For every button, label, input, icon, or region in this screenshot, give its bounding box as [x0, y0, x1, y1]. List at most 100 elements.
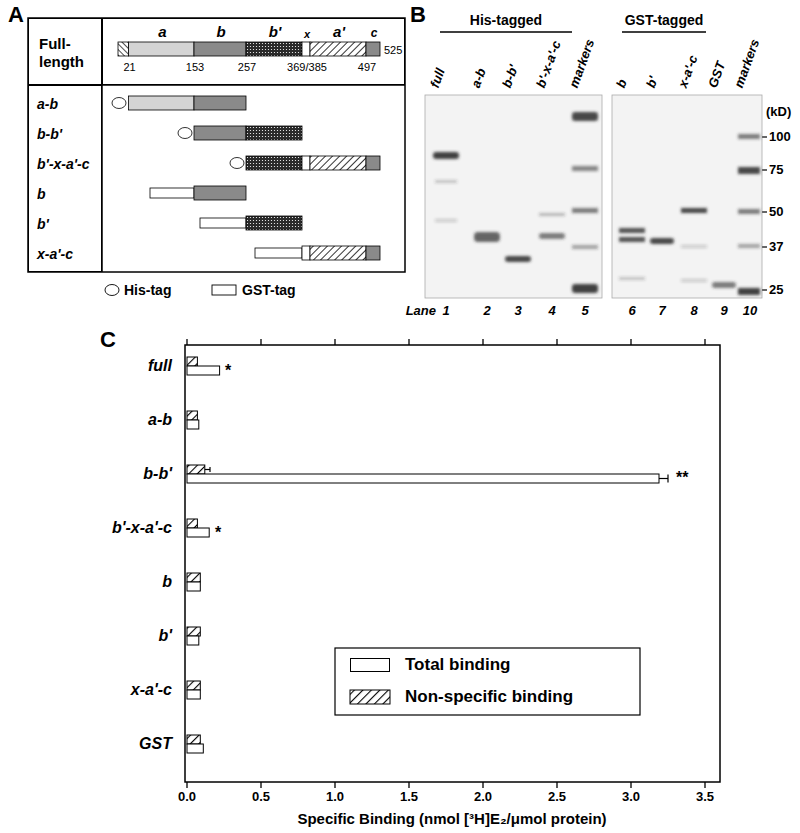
axis-tick — [630, 782, 631, 788]
row-label: b — [162, 573, 172, 591]
marker-size: 50 — [769, 205, 783, 220]
error-bar — [205, 469, 210, 470]
construct-label: a-b — [37, 96, 58, 112]
row-label: full — [148, 357, 172, 375]
group-label: GST-tagged — [625, 12, 704, 28]
construct-table — [28, 18, 405, 272]
axis-tick — [704, 782, 705, 788]
axis-tick — [260, 339, 261, 345]
tick-label: 0.5 — [252, 790, 270, 805]
axis-tick — [408, 339, 409, 345]
tick-label: 3.0 — [622, 790, 640, 805]
construct-bars — [310, 156, 366, 170]
lane-number: 6 — [628, 304, 635, 319]
chart-legend-box — [335, 648, 640, 715]
nonspecific-bar — [187, 357, 205, 744]
nonspecific-bar — [187, 681, 200, 690]
lane-number: 2 — [483, 304, 490, 319]
domain-label: c — [371, 27, 378, 41]
gel-band — [539, 233, 565, 239]
error-bar — [205, 467, 668, 483]
residue-number: 153 — [186, 61, 204, 74]
construct-label: x-a'-c — [37, 246, 73, 262]
full-length-bar — [118, 42, 129, 56]
lane-label: b-b' — [499, 63, 522, 90]
chart-frame — [185, 345, 720, 782]
lane-label: b' — [643, 74, 662, 90]
construct-bars — [255, 248, 302, 258]
construct-bars — [302, 246, 310, 260]
gel-image — [425, 95, 602, 298]
gel-band — [619, 228, 645, 233]
residue-number: 369/385 — [287, 61, 327, 74]
tag-legend-sample — [105, 285, 119, 296]
panel-letter: B — [410, 2, 426, 27]
nonspecific-bar — [187, 627, 200, 636]
tick-label: 2.5 — [548, 790, 566, 805]
nonspecific-bar — [187, 519, 197, 528]
gel-band — [681, 208, 707, 213]
marker-tick — [762, 136, 767, 137]
lane-number: 8 — [690, 304, 697, 319]
gel-image — [612, 95, 762, 298]
lane-label: GST — [705, 59, 729, 90]
construct-bars — [310, 246, 366, 260]
total-bar — [187, 474, 659, 483]
total-bar — [187, 366, 659, 753]
marker-tick — [762, 211, 767, 212]
construct-bars — [194, 126, 246, 140]
gel-band — [738, 134, 760, 139]
full-length-bar — [194, 42, 246, 56]
marker-size: 37 — [769, 240, 783, 255]
construct-bars — [150, 188, 194, 198]
construct-bars — [246, 216, 302, 230]
header-cell: Full-length — [28, 18, 102, 85]
nonspecific-bar — [187, 735, 200, 744]
marker-tick — [762, 289, 767, 290]
lane-caption: Lane — [406, 304, 436, 319]
gel-band — [433, 112, 760, 295]
axis-tick — [556, 782, 557, 788]
construct-bars — [230, 158, 244, 169]
construct-bars — [366, 246, 380, 260]
gel-band — [572, 284, 598, 293]
tick-label: 1.5 — [400, 790, 418, 805]
tick-label: 0.0 — [178, 790, 196, 805]
marker-tick — [762, 137, 767, 290]
axis-tick — [260, 782, 261, 788]
nonspecific-bar — [187, 411, 197, 420]
residue-number: 497 — [358, 61, 376, 74]
construct-bars — [178, 128, 192, 139]
construct-label: b' — [37, 216, 49, 232]
lane-label: a-b — [468, 66, 490, 90]
axis-tick — [482, 339, 483, 345]
full-length-bar — [302, 42, 310, 56]
legend-label: Total binding — [405, 655, 510, 675]
axis-tick — [334, 339, 335, 345]
full-length-bar — [129, 42, 195, 56]
nonspecific-bar — [187, 357, 197, 366]
domain-label: x — [304, 28, 310, 41]
lane-number: 9 — [720, 304, 727, 319]
unit-label: (kD) — [766, 105, 791, 120]
row-label: b' — [158, 627, 172, 645]
axis-tick — [482, 782, 483, 788]
axis-title: Specific Binding (nmol [³H]E₂/μmol prote… — [297, 810, 606, 827]
construct-bars — [112, 96, 380, 260]
construct-list-cell: a-bb-b'b'-x-a'-cbb'x-a'-c — [28, 85, 102, 272]
construct-bars — [246, 156, 302, 170]
group-label: His-tagged — [470, 12, 542, 28]
legend-swatch — [350, 658, 390, 672]
significance-mark: ** — [676, 469, 688, 487]
legend-label: GST-tag — [242, 282, 296, 298]
axis-tick — [334, 782, 335, 788]
lane-label: full — [427, 66, 449, 90]
residue-number: 525 — [384, 44, 402, 57]
group-bracket — [440, 31, 572, 33]
lane-label: markers — [731, 37, 763, 90]
total-bar — [187, 690, 200, 699]
construct-bars — [302, 156, 310, 170]
full-length-bar — [310, 42, 366, 56]
total-bar — [187, 636, 199, 645]
